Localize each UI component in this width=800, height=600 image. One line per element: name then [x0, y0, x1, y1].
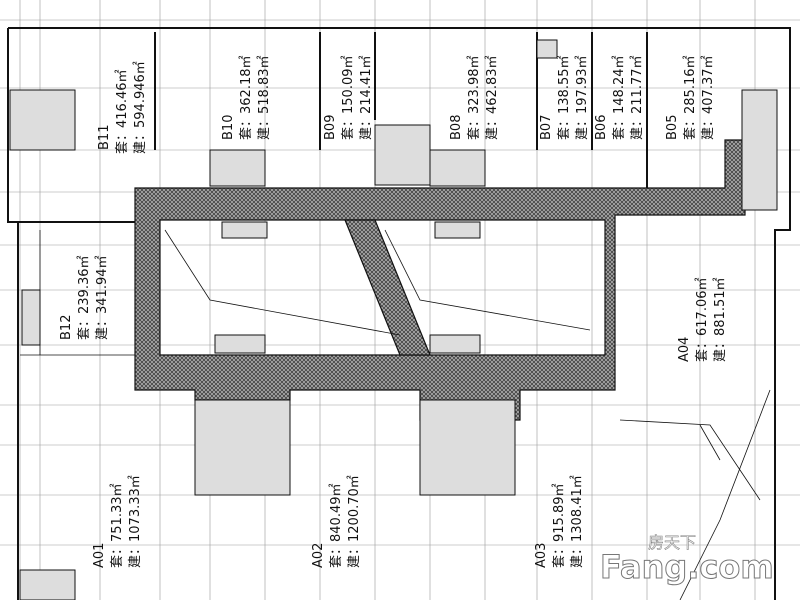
unit-id: B09: [323, 115, 338, 140]
unit-A01: A01 套：751.33㎡ 建：1073.33㎡: [92, 475, 143, 568]
unit-set-area: 套：915.89㎡: [551, 484, 567, 569]
unit-set-area: 套：239.36㎡: [76, 256, 92, 341]
unit-set-area: 套：285.16㎡: [682, 56, 698, 141]
unit-build-area: 建：211.77㎡: [630, 56, 645, 141]
unit-B06: B06 套：148.24㎡ 建：211.77㎡: [594, 56, 645, 141]
unit-build-area: 建：1073.33㎡: [128, 475, 143, 568]
watermark-logo-en: Fang.com: [600, 548, 774, 586]
unit-B09: B09 套：150.09㎡ 建：214.41㎡: [323, 56, 374, 141]
unit-B07: B07 套：138.55㎡ 建：197.93㎡: [539, 56, 590, 141]
unit-set-area: 套：617.06㎡: [694, 278, 710, 363]
unit-B08: B08 套：323.98㎡ 建：462.83㎡: [449, 56, 500, 141]
unit-build-area: 建：594.946㎡: [133, 61, 148, 154]
unit-A04: A04 套：617.06㎡ 建：881.51㎡: [677, 278, 728, 363]
unit-set-area: 套：150.09㎡: [340, 56, 356, 141]
unit-id: A03: [534, 543, 549, 568]
unit-set-area: 套：323.98㎡: [466, 56, 482, 141]
watermark-logo-cn: 房天下: [648, 533, 696, 552]
unit-set-area: 套：138.55㎡: [556, 56, 572, 141]
unit-build-area: 建：197.93㎡: [575, 56, 590, 141]
unit-id: B12: [59, 315, 74, 340]
unit-id: B11: [97, 125, 112, 150]
unit-labels: B11 套：416.46㎡ 建：594.946㎡ B10 套：362.18㎡ 建…: [59, 56, 728, 569]
unit-set-area: 套：362.18㎡: [238, 56, 254, 141]
unit-id: A04: [677, 337, 692, 362]
unit-B11: B11 套：416.46㎡ 建：594.946㎡: [97, 61, 148, 154]
unit-build-area: 建：341.94㎡: [95, 256, 110, 341]
unit-build-area: 建：407.37㎡: [701, 56, 716, 141]
unit-build-area: 建：462.83㎡: [485, 56, 500, 141]
stair-cores: [9, 39, 778, 600]
unit-build-area: 建：214.41㎡: [359, 56, 374, 141]
unit-set-area: 套：148.24㎡: [611, 56, 627, 141]
unit-id: A01: [92, 543, 107, 568]
unit-set-area: 套：416.46㎡: [114, 70, 130, 155]
unit-B05: B05 套：285.16㎡ 建：407.37㎡: [665, 56, 716, 141]
unit-A02: A02 套：840.49㎡ 建：1200.70㎡: [311, 475, 362, 568]
unit-id: B07: [539, 115, 554, 140]
unit-set-area: 套：751.33㎡: [109, 484, 125, 569]
unit-build-area: 建：518.83㎡: [257, 56, 272, 141]
unit-id: B06: [594, 115, 609, 140]
unit-build-area: 建：881.51㎡: [713, 278, 728, 363]
fang-watermark: 房天下 Fang.com: [600, 533, 775, 587]
unit-build-area: 建：1200.70㎡: [347, 475, 362, 568]
unit-id: B08: [449, 115, 464, 140]
unit-id: B05: [665, 115, 680, 140]
unit-A03: A03 套：915.89㎡ 建：1308.41㎡: [534, 475, 585, 568]
unit-B12: B12 套：239.36㎡ 建：341.94㎡: [59, 256, 110, 341]
walls: [7, 27, 791, 600]
unit-id: B10: [221, 115, 236, 140]
corridor: [134, 139, 746, 421]
unit-set-area: 套：840.49㎡: [328, 484, 344, 569]
unit-id: A02: [311, 543, 326, 568]
unit-B10: B10 套：362.18㎡ 建：518.83㎡: [221, 56, 272, 141]
unit-build-area: 建：1308.41㎡: [570, 475, 585, 568]
